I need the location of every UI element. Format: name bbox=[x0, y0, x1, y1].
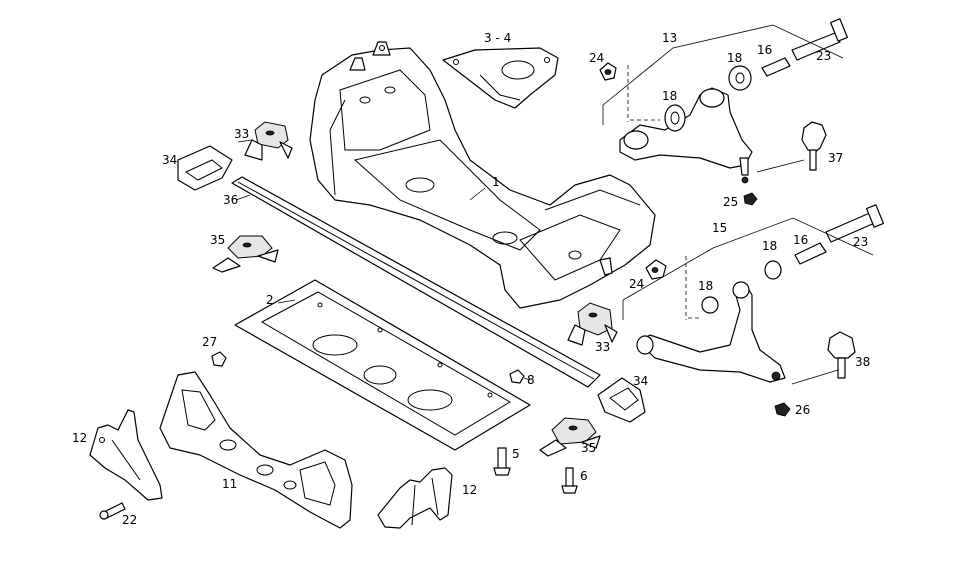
strip-part-36 bbox=[231, 176, 601, 388]
plate-part-3-4 bbox=[442, 47, 559, 109]
callout-24-lower: 24 bbox=[629, 277, 644, 291]
bottom-plate-part-2 bbox=[234, 279, 531, 451]
callout-12-right: 12 bbox=[462, 483, 477, 497]
callout-15: 15 bbox=[712, 221, 727, 235]
bolt-part-5 bbox=[493, 447, 511, 476]
lower-frame-part-11 bbox=[159, 371, 353, 529]
callout-37: 37 bbox=[828, 151, 843, 165]
callout-33-top: 33 bbox=[234, 127, 249, 141]
callout-12-left: 12 bbox=[72, 431, 87, 445]
mount-part-34-top bbox=[177, 145, 233, 191]
nut-part-8 bbox=[509, 369, 525, 384]
callout-1: 1 bbox=[492, 175, 500, 189]
mount-part-33-top bbox=[244, 121, 293, 161]
callout-18-upper-right: 18 bbox=[727, 51, 742, 65]
leader-lines bbox=[235, 24, 874, 385]
callout-34-top: 34 bbox=[162, 153, 177, 167]
upper-arm-hardware bbox=[599, 18, 848, 132]
callout-35-top: 35 bbox=[210, 233, 225, 247]
callout-24-upper: 24 bbox=[589, 51, 604, 65]
callout-labels: 1 2 3 - 4 5 6 8 11 12 12 13 15 16 16 18 … bbox=[72, 31, 870, 527]
callout-35-bottom: 35 bbox=[581, 441, 596, 455]
mount-part-35-bottom bbox=[539, 417, 601, 457]
callout-11: 11 bbox=[222, 477, 237, 491]
subframe-part-1 bbox=[309, 41, 656, 309]
callout-34-bottom: 34 bbox=[633, 374, 648, 388]
bracket-part-12-left bbox=[89, 409, 163, 501]
callout-16-lower: 16 bbox=[793, 233, 808, 247]
callout-27: 27 bbox=[202, 335, 217, 349]
callout-23-upper: 23 bbox=[816, 49, 831, 63]
upper-arm-part-13 bbox=[619, 87, 753, 184]
callout-18-lower-right: 18 bbox=[762, 239, 777, 253]
callout-36: 36 bbox=[223, 193, 238, 207]
ball-joint-part-37 bbox=[801, 121, 827, 171]
callout-18-upper-left: 18 bbox=[662, 89, 677, 103]
callout-38: 38 bbox=[855, 355, 870, 369]
mount-part-35-top bbox=[212, 235, 279, 273]
callout-18-lower-left: 18 bbox=[698, 279, 713, 293]
callout-26: 26 bbox=[795, 403, 810, 417]
callout-13: 13 bbox=[662, 31, 677, 45]
mount-part-34-bottom bbox=[597, 377, 646, 423]
bolt-part-6 bbox=[561, 467, 578, 494]
callout-33-bottom: 33 bbox=[595, 340, 610, 354]
bolt-part-22 bbox=[99, 502, 126, 520]
ball-joint-part-38 bbox=[827, 331, 856, 379]
callout-3-4: 3 - 4 bbox=[484, 31, 511, 45]
callout-25: 25 bbox=[723, 195, 738, 209]
mount-part-33-bottom bbox=[567, 302, 618, 346]
nut-part-27 bbox=[211, 351, 227, 367]
callout-2: 2 bbox=[266, 293, 274, 307]
bracket-part-12-right bbox=[377, 467, 453, 529]
callout-23-lower: 23 bbox=[853, 235, 868, 249]
callout-5: 5 bbox=[512, 447, 520, 461]
nut-part-26 bbox=[774, 402, 791, 417]
lower-arm-part-15 bbox=[636, 281, 786, 383]
callout-6: 6 bbox=[580, 469, 588, 483]
callout-16-upper: 16 bbox=[757, 43, 772, 57]
callout-22: 22 bbox=[122, 513, 137, 527]
callout-8: 8 bbox=[527, 373, 535, 387]
lower-arm-hardware bbox=[645, 204, 884, 314]
nut-part-25 bbox=[743, 192, 758, 206]
